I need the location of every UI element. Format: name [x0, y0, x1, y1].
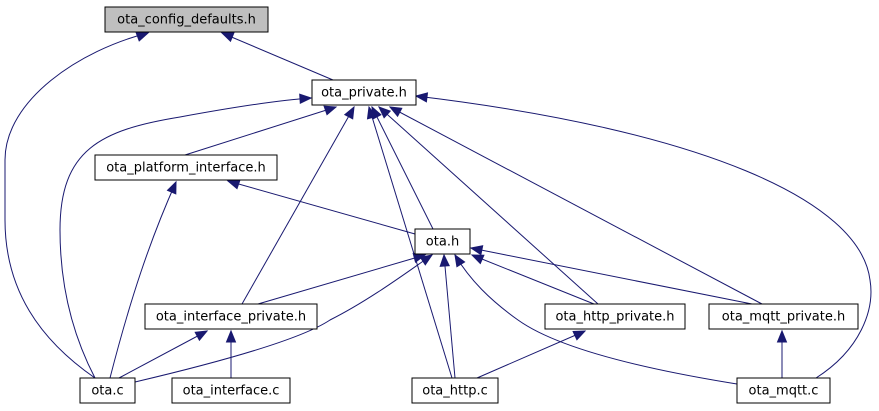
node-ota-http-private[interactable]: ota_http_private.h: [544, 303, 686, 330]
arrow-head: [226, 179, 241, 190]
node-ota-config-defaults: ota_config_defaults.h: [104, 6, 269, 33]
node-ota-interface-private[interactable]: ota_interface_private.h: [144, 303, 318, 330]
arrow-head: [388, 106, 403, 118]
edge-line: [109, 181, 177, 379]
node-ota-h[interactable]: ota.h: [414, 228, 471, 255]
node-label: ota_private.h: [321, 86, 407, 101]
edge-ota-http-c-to-ota-http-private: [476, 330, 587, 379]
node-box: [414, 228, 471, 255]
node-ota-private[interactable]: ota_private.h: [311, 79, 417, 106]
edge-ota-c-to-ota-config-defaults: [4, 31, 150, 379]
arrow-head: [220, 32, 235, 43]
node-label: ota.c: [91, 384, 123, 399]
arrow-head: [343, 105, 355, 120]
arrow-head: [299, 93, 313, 104]
node-label: ota.h: [426, 235, 459, 250]
node-box: [311, 79, 417, 106]
node-box: [79, 377, 136, 404]
edge-ota-mqtt-c-to-ota-private: [414, 92, 872, 379]
node-label: ota_config_defaults.h: [117, 13, 256, 28]
edge-line: [389, 106, 763, 305]
node-label: ota_mqtt.c: [749, 384, 819, 399]
edge-ota-http-private-to-ota-private: [378, 106, 599, 305]
node-box: [144, 303, 318, 330]
arrow-head: [572, 330, 587, 341]
edge-line: [378, 106, 599, 305]
node-box: [171, 377, 291, 404]
edge-line: [184, 106, 337, 156]
node-box: [736, 377, 831, 404]
edge-line: [134, 254, 433, 383]
node-box: [708, 303, 859, 330]
edge-line: [368, 106, 453, 379]
edge-ota-interface-private-to-ota-h: [257, 252, 427, 305]
arrow-head: [469, 245, 484, 256]
arrow-head: [419, 254, 434, 266]
node-label: ota_http_private.h: [555, 310, 674, 325]
edge-line: [241, 106, 355, 305]
edge-line: [4, 32, 149, 379]
node-label: ota_interface_private.h: [156, 310, 306, 325]
edge-ota-mqtt-private-to-ota-private: [388, 106, 763, 305]
edge-line: [118, 330, 208, 379]
edge-line: [221, 32, 334, 81]
edge-ota-http-c-to-ota-private: [366, 105, 453, 379]
edge-ota-interface-c-to-ota-interface-private: [225, 329, 237, 378]
arrow-head: [135, 31, 150, 42]
edge-ota-mqtt-c-to-ota-h: [454, 253, 738, 385]
node-ota-platform-interface[interactable]: ota_platform_interface.h: [94, 154, 278, 181]
edge-ota-http-private-to-ota-h: [470, 254, 595, 305]
arrow-head: [378, 106, 392, 119]
edge-line: [415, 95, 872, 379]
node-box: [411, 377, 499, 404]
edge-line: [476, 330, 586, 379]
arrow-head: [776, 329, 788, 343]
edge-ota-c-to-ota-platform-interface: [109, 180, 177, 379]
edge-line: [227, 180, 416, 235]
node-ota-c[interactable]: ota.c: [79, 377, 136, 404]
arrow-head: [414, 92, 429, 103]
node-ota-interface-c[interactable]: ota_interface.c: [171, 377, 291, 404]
edge-ota-h-to-ota-platform-interface: [226, 179, 416, 235]
arrow-head: [454, 253, 466, 268]
edge-line: [59, 97, 312, 379]
edge-ota-platform-interface-to-ota-private: [184, 105, 338, 156]
edge-ota-c-to-ota-interface-private: [118, 330, 209, 379]
node-label: ota_http.c: [422, 384, 487, 399]
edge-ota-mqtt-private-to-ota-h: [469, 245, 753, 305]
edge-line: [371, 106, 434, 230]
node-ota-http-c[interactable]: ota_http.c: [411, 377, 499, 404]
edge-ota-c-to-ota-private: [59, 93, 313, 379]
node-box: [104, 6, 269, 33]
arrow-head: [439, 253, 450, 267]
edges-layer: [4, 31, 872, 385]
arrow-head: [323, 105, 338, 116]
node-box: [94, 154, 278, 181]
edge-line: [454, 254, 738, 385]
arrow-head: [166, 180, 177, 195]
edge-ota-interface-private-to-ota-private: [241, 105, 355, 305]
nodes-layer: ota_config_defaults.h ota_private.h ota_pl…: [79, 6, 859, 404]
edge-line: [471, 254, 595, 305]
node-ota-mqtt-c[interactable]: ota_mqtt.c: [736, 377, 831, 404]
node-ota-mqtt-private[interactable]: ota_mqtt_private.h: [708, 303, 859, 330]
edge-ota-http-c-to-ota-h: [439, 253, 456, 379]
node-box: [544, 303, 686, 330]
arrow-head: [194, 330, 209, 342]
edge-ota-private-to-ota-config-defaults: [220, 32, 334, 81]
edge-ota-c-to-ota-h: [134, 254, 434, 383]
edge-line: [257, 254, 426, 305]
edge-line: [470, 247, 753, 305]
node-label: ota_platform_interface.h: [106, 161, 266, 176]
arrow-head: [470, 254, 485, 265]
edge-ota-mqtt-c-to-ota-mqtt-private: [776, 329, 788, 378]
arrow-head: [366, 105, 378, 120]
arrow-head: [225, 329, 237, 343]
node-label: ota_interface.c: [183, 384, 280, 399]
node-label: ota_mqtt_private.h: [722, 310, 845, 325]
edge-line: [443, 254, 456, 379]
